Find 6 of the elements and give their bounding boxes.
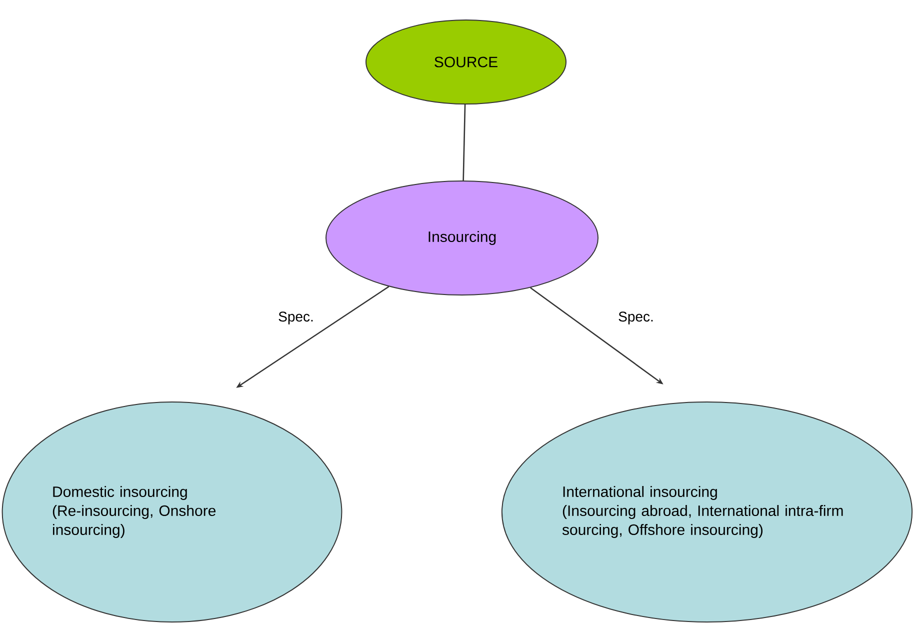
ellipse-node: International insourcing (Insourcing abroad, International intra-firm sourcing, Offshore insourcing) — [501, 402, 913, 622]
edge-label: Spec. — [617, 310, 655, 326]
ellipse-node: SOURCE — [366, 20, 566, 104]
ellipse-node: Insourcing — [326, 180, 598, 296]
ellipse-node: Domestic insourcing (Re-insourcing, Onshore insourcing) — [2, 402, 342, 622]
edge-label: Spec. — [277, 310, 315, 326]
